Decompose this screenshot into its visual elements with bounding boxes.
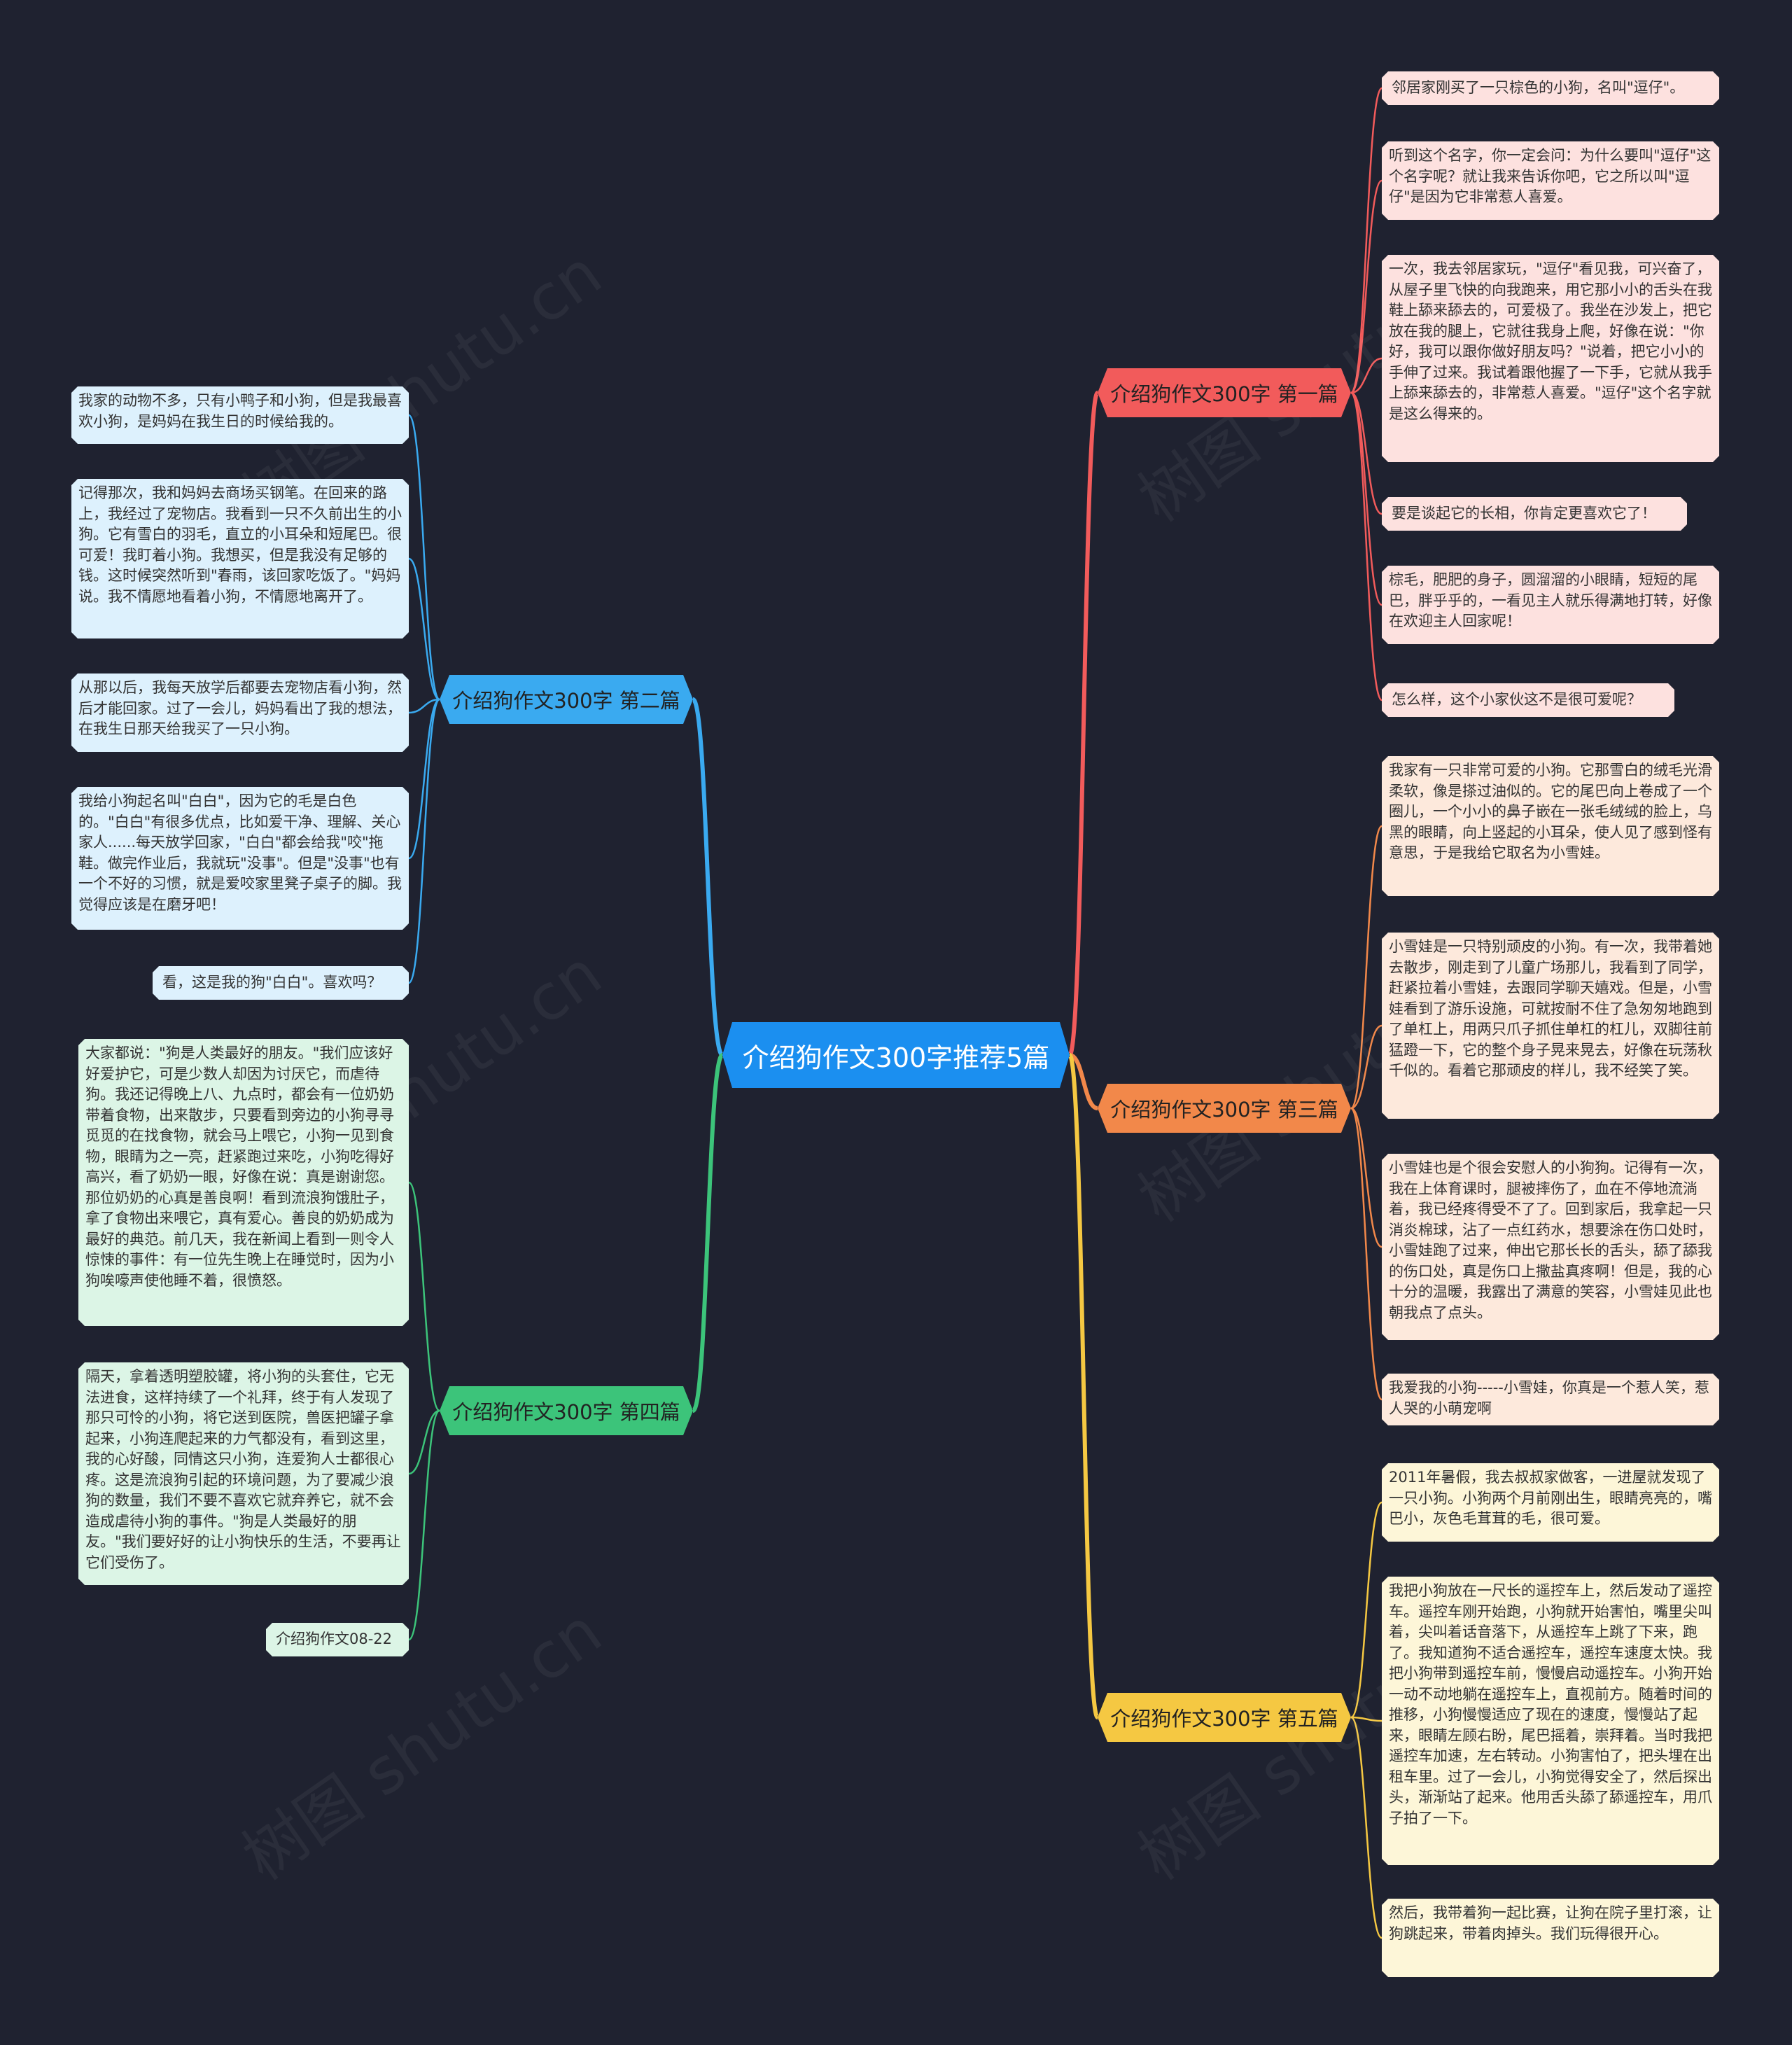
leaf-2-4[interactable]: 我给小狗起名叫"白白"，因为它的毛是白色的。"白白"有很多优点，比如爱干净、理解… bbox=[71, 787, 409, 930]
connector-root-branch-1 bbox=[1068, 391, 1100, 1057]
leaf-2-5[interactable]: 看，这是我的狗"白白"。喜欢吗？ bbox=[153, 966, 409, 1000]
connector-branch-1-leaf-1 bbox=[1350, 87, 1383, 394]
leaf-3-2[interactable]: 小雪娃是一只特别顽皮的小狗。有一次，我带着她去散步，刚走到了儿童广场那儿，我看到… bbox=[1382, 933, 1719, 1119]
connector-branch-3-leaf-1 bbox=[1350, 825, 1383, 1110]
connector-branch-4-leaf-1 bbox=[408, 1181, 440, 1412]
connector-branch-2-leaf-3 bbox=[408, 698, 440, 714]
leaf-1-4[interactable]: 要是谈起它的长相，你肯定更喜欢它了！ bbox=[1382, 497, 1687, 531]
connector-branch-1-leaf-4 bbox=[1350, 391, 1382, 515]
leaf-1-2[interactable]: 听到这个名字，你一定会问：为什么要叫"逗仔"这个名字呢？就让我来告诉你吧，它之所… bbox=[1382, 141, 1719, 220]
root-topic[interactable]: 介绍狗作文300字推荐5篇 bbox=[722, 1022, 1070, 1088]
connector-branch-1-leaf-6 bbox=[1350, 391, 1383, 702]
connector-branch-3-leaf-4 bbox=[1350, 1107, 1383, 1401]
branch-2[interactable]: 介绍狗作文300字 第二篇 bbox=[440, 675, 693, 724]
leaf-2-1[interactable]: 我家的动物不多，只有小鸭子和小狗，但是我最喜欢小狗，是妈妈在我生日的时候给我的。 bbox=[71, 386, 409, 444]
connector-root-branch-5 bbox=[1068, 1053, 1100, 1719]
connector-branch-4-leaf-3 bbox=[408, 1409, 440, 1641]
leaf-2-3[interactable]: 从那以后，我每天放学后都要去宠物店看小狗，然后才能回家。过了一会儿，妈妈看出了我… bbox=[71, 673, 409, 752]
leaf-4-2[interactable]: 隔天，拿着透明塑胶罐，将小狗的头套住，它无法进食，这样持续了一个礼拜，终于有人发… bbox=[78, 1362, 409, 1585]
leaf-5-3[interactable]: 然后，我带着狗一起比赛，让狗在院子里打滚，让狗跳起来，带着肉掉头。我们玩得很开心… bbox=[1382, 1899, 1719, 1977]
leaf-4-1[interactable]: 大家都说："狗是人类最好的朋友。"我们应该好好爱护它，可是少数人却因为讨厌它，而… bbox=[78, 1039, 409, 1326]
branch-5[interactable]: 介绍狗作文300字 第五篇 bbox=[1098, 1693, 1351, 1742]
connector-root-branch-4 bbox=[691, 1053, 724, 1413]
connector-branch-1-leaf-2 bbox=[1350, 179, 1382, 394]
connector-branch-1-leaf-5 bbox=[1350, 391, 1382, 606]
branch-1[interactable]: 介绍狗作文300字 第一篇 bbox=[1098, 368, 1351, 417]
leaf-1-5[interactable]: 棕毛，肥肥的身子，圆溜溜的小眼睛，短短的尾巴，胖乎乎的，一看见主人就乐得满地打转… bbox=[1382, 566, 1719, 644]
connector-branch-3-leaf-2 bbox=[1350, 1024, 1382, 1110]
leaf-3-3[interactable]: 小雪娃也是个很会安慰人的小狗狗。记得有一次，我在上体育课时，腿被摔伤了，血在不停… bbox=[1382, 1154, 1719, 1340]
leaf-4-3[interactable]: 介绍狗作文08-22 bbox=[266, 1623, 409, 1656]
branch-3[interactable]: 介绍狗作文300字 第三篇 bbox=[1098, 1084, 1351, 1133]
leaf-5-1[interactable]: 2011年暑假，我去叔叔家做客，一进屋就发现了一只小狗。小狗两个月前刚出生，眼睛… bbox=[1382, 1463, 1719, 1542]
connector-branch-5-leaf-3 bbox=[1350, 1716, 1383, 1939]
connector-branch-5-leaf-1 bbox=[1350, 1501, 1382, 1719]
branch-4[interactable]: 介绍狗作文300字 第四篇 bbox=[440, 1386, 693, 1435]
leaf-3-1[interactable]: 我家有一只非常可爱的小狗。它那雪白的绒毛光滑柔软，像是搽过油似的。它的尾巴向上卷… bbox=[1382, 756, 1719, 896]
connector-branch-4-leaf-2 bbox=[408, 1409, 440, 1475]
leaf-3-4[interactable]: 我爱我的小狗-----小雪娃，你真是一个惹人笑，惹人哭的小萌宠啊 bbox=[1382, 1374, 1719, 1425]
connector-branch-2-leaf-5 bbox=[407, 698, 441, 984]
connector-branch-1-leaf-3 bbox=[1350, 357, 1382, 394]
connector-branch-2-leaf-4 bbox=[408, 698, 440, 860]
connector-branch-5-leaf-2 bbox=[1350, 1716, 1382, 1722]
leaf-1-1[interactable]: 邻居家刚买了一只棕色的小狗，名叫"逗仔"。 bbox=[1382, 71, 1719, 105]
leaf-5-2[interactable]: 我把小狗放在一尺长的遥控车上，然后发动了遥控车。遥控车刚开始跑，小狗就开始害怕，… bbox=[1382, 1577, 1719, 1865]
leaf-1-3[interactable]: 一次，我去邻居家玩，"逗仔"看见我，可兴奋了，从屋子里飞快的向我跑来，用它那小小… bbox=[1382, 255, 1719, 462]
connector-branch-2-leaf-1 bbox=[407, 414, 441, 701]
leaf-1-6[interactable]: 怎么样，这个小家伙这不是很可爱呢？ bbox=[1382, 683, 1674, 717]
connector-branch-3-leaf-3 bbox=[1350, 1107, 1382, 1248]
connector-root-branch-2 bbox=[691, 697, 724, 1057]
leaf-2-2[interactable]: 记得那次，我和妈妈去商场买钢笔。在回来的路上，我经过了宠物店。我看到一只不久前出… bbox=[71, 479, 409, 638]
connector-root-branch-3 bbox=[1069, 1053, 1098, 1110]
connector-branch-2-leaf-2 bbox=[408, 557, 440, 701]
